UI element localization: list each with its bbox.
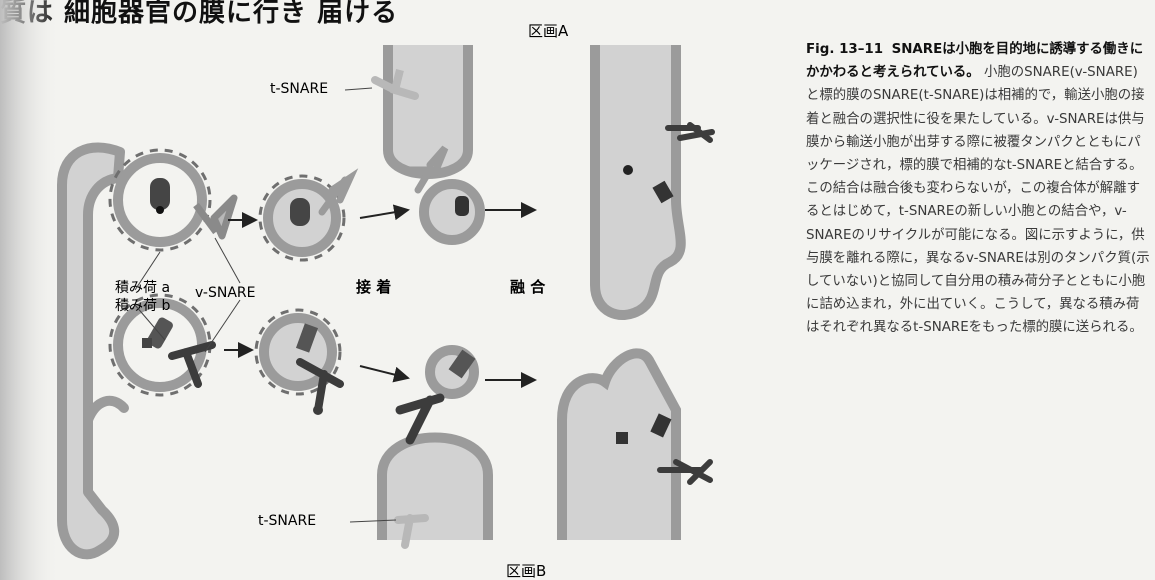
compartment-b-docking xyxy=(350,350,488,545)
figure-number: Fig. 13–11 xyxy=(806,42,883,57)
free-vesicle-b xyxy=(256,310,340,415)
compartment-a-fused xyxy=(595,45,712,315)
t-snare-top-label: t-SNARE xyxy=(270,81,328,97)
page-gutter-shadow xyxy=(0,0,60,580)
cargo-a-molecule xyxy=(150,178,170,210)
docking-label: 接 着 xyxy=(356,278,391,296)
figure-caption: Fig. 13–11 SNAREは小胞を目的地に誘導する働きにかかわると考えられ… xyxy=(806,38,1151,340)
snare-diagram: 積み荷 a 積み荷 b v-SNARE xyxy=(0,0,800,580)
budding-vesicle-a xyxy=(110,150,234,250)
section-a-label: 区画A xyxy=(528,22,569,40)
free-vesicle-a xyxy=(260,176,350,260)
cargo-a-label: 積み荷 a xyxy=(115,280,170,296)
compartment-b-fused xyxy=(562,353,710,540)
t-snare-bottom-label: t-SNARE xyxy=(258,513,316,529)
v-snare-label: v-SNARE xyxy=(195,285,255,301)
caption-body: 小胞のSNARE(v-SNARE)と標的膜のSNARE(t-SNARE)は相補的… xyxy=(806,65,1150,335)
compartment-a-docking xyxy=(345,45,480,240)
section-b-label: 区画B xyxy=(506,562,546,580)
cargo-b-label: 積み荷 b xyxy=(115,298,170,314)
fusion-label: 融 合 xyxy=(510,278,546,296)
